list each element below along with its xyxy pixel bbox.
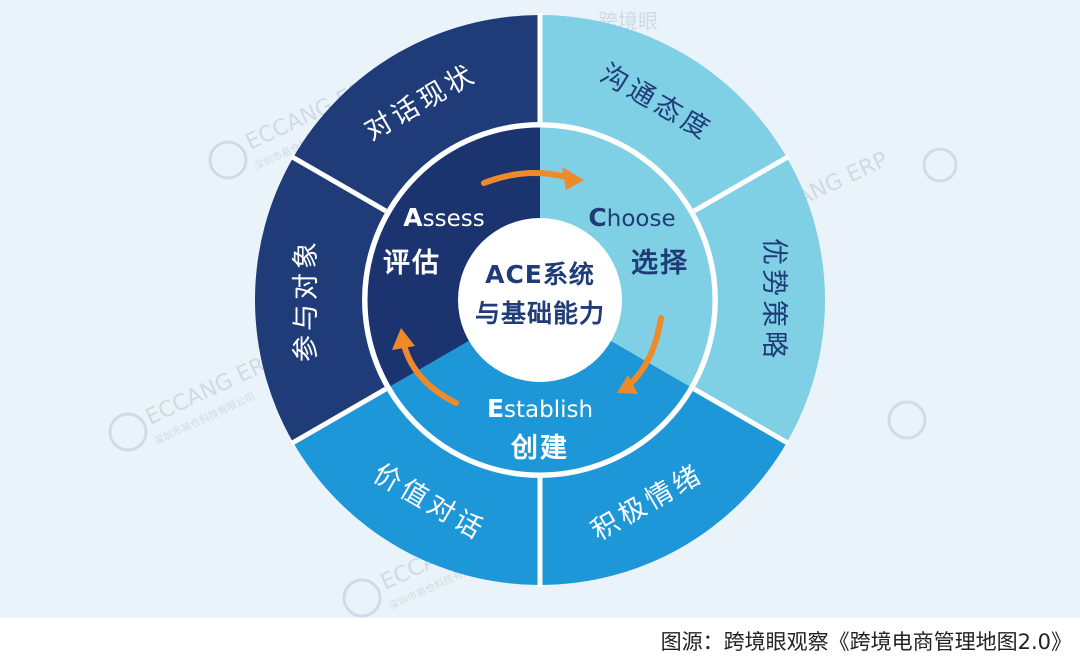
image-source-caption: 图源：跨境眼观察《跨境电商管理地图2.0》 <box>660 630 1072 654</box>
segment-emotion <box>540 389 787 585</box>
ace-wheel-diagram: ECCANG ERP 深圳市易仓科技有限公司 ECCANG ERP 深圳市易仓科… <box>108 9 958 618</box>
center-title-line1: ACE系统 <box>485 260 595 289</box>
cycle-arrows <box>392 167 664 406</box>
arrow-choose-to-establish <box>627 315 664 387</box>
segment-divider-3 <box>692 386 790 446</box>
stage-assess-en: Assess <box>403 203 484 232</box>
arrow-head-2-icon <box>617 375 638 394</box>
label-strategy: 优势策略 <box>758 238 789 362</box>
stage-choose-cn: 选择 <box>631 248 689 279</box>
watermark-logo-icon <box>108 140 958 618</box>
arrow-assess-to-choose <box>481 170 573 186</box>
footer: 图源：跨境眼观察《跨境电商管理地图2.0》 <box>0 618 1080 663</box>
stage-choose-en: Choose <box>588 203 675 232</box>
segment-attitude <box>540 15 787 211</box>
segment-dialog-status <box>293 15 540 211</box>
arrow-head-3-icon <box>392 328 415 350</box>
stage-establish-sector <box>388 300 692 475</box>
stage-establish-en: Establish <box>487 394 593 423</box>
arrow-head-1-icon <box>562 167 584 190</box>
stage-assess-cn: 评估 <box>383 248 441 279</box>
diagram-canvas: ECCANG ERP 深圳市易仓科技有限公司 ECCANG ERP 深圳市易仓科… <box>0 0 1080 618</box>
segment-participants <box>255 157 386 443</box>
label-participants: 参与对象 <box>291 238 322 362</box>
segment-value-dialog <box>293 389 540 585</box>
outer-ring <box>255 15 825 585</box>
segment-strategy <box>694 157 825 443</box>
inner-ring <box>365 125 715 475</box>
stage-establish-cn: 创建 <box>510 433 569 464</box>
segment-dividers <box>290 13 790 587</box>
arrow-establish-to-assess <box>401 342 459 406</box>
center-circle <box>458 218 622 382</box>
segment-divider-6 <box>290 154 388 214</box>
segment-divider-5 <box>290 386 388 446</box>
inner-ring-border <box>362 122 718 478</box>
center-title-line2: 与基础能力 <box>475 299 605 328</box>
segment-divider-2 <box>692 154 790 214</box>
